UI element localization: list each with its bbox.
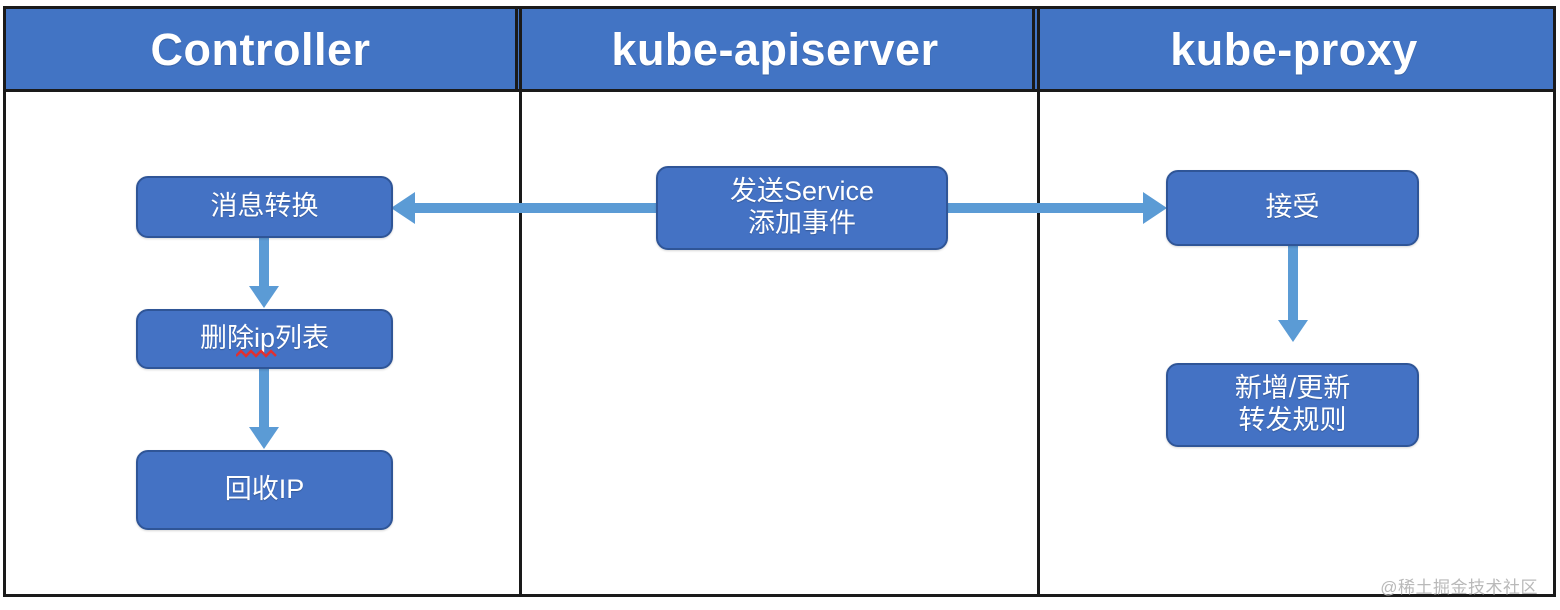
lane-header-kube-proxy: kube-proxy	[1035, 9, 1553, 92]
node-receive-label: 接受	[1265, 192, 1320, 223]
node-del-ip-list-label: 删除ip列表	[199, 323, 329, 354]
node-add-update-forwarding-rules[interactable]: 新增/更新 转发规则	[1166, 363, 1419, 447]
lane-header-controller: Controller	[6, 9, 519, 92]
lane-header-kube-apiserver: kube-apiserver	[518, 9, 1036, 92]
edge-receive-to-update-rules-shaft	[1288, 246, 1298, 324]
node-send-service-add-event-label: 发送Service 添加事件	[729, 176, 875, 238]
node-receive[interactable]: 接受	[1166, 170, 1419, 246]
node-recycle-ip[interactable]: 回收IP	[136, 450, 393, 530]
edge-send-event-to-receive-arrowhead-icon	[1143, 192, 1167, 224]
node-del-ip-list[interactable]: 删除ip列表	[136, 309, 393, 369]
edge-msg-convert-to-del-ip-list-shaft	[259, 238, 269, 290]
node-msg-convert[interactable]: 消息转换	[136, 176, 393, 238]
lane-header-kube-proxy-label: kube-proxy	[1170, 23, 1418, 75]
lane-header-controller-label: Controller	[150, 23, 371, 75]
edge-msg-convert-to-del-ip-list-arrowhead-icon	[249, 286, 279, 308]
edge-del-ip-list-to-recycle-ip-shaft	[259, 369, 269, 431]
edge-receive-to-update-rules-arrowhead-icon	[1278, 320, 1308, 342]
edge-send-event-to-msg-convert-shaft	[415, 203, 658, 213]
swimlane-header-row: Controller kube-apiserver kube-proxy	[6, 9, 1553, 92]
lane-header-kube-apiserver-label: kube-apiserver	[611, 23, 939, 75]
edge-del-ip-list-to-recycle-ip-arrowhead-icon	[249, 427, 279, 449]
watermark: @稀土掘金技术社区	[1380, 578, 1538, 597]
edge-send-event-to-msg-convert-arrowhead-icon	[391, 192, 415, 224]
node-add-update-forwarding-rules-label: 新增/更新 转发规则	[1234, 373, 1351, 435]
spellcheck-squiggle-icon	[236, 349, 277, 358]
lane-divider-2	[1037, 9, 1040, 594]
node-send-service-add-event[interactable]: 发送Service 添加事件	[656, 166, 948, 250]
node-msg-convert-label: 消息转换	[210, 191, 319, 222]
lane-divider-1	[519, 9, 522, 594]
node-recycle-ip-label: 回收IP	[224, 474, 305, 505]
edge-send-event-to-receive-shaft	[947, 203, 1143, 213]
